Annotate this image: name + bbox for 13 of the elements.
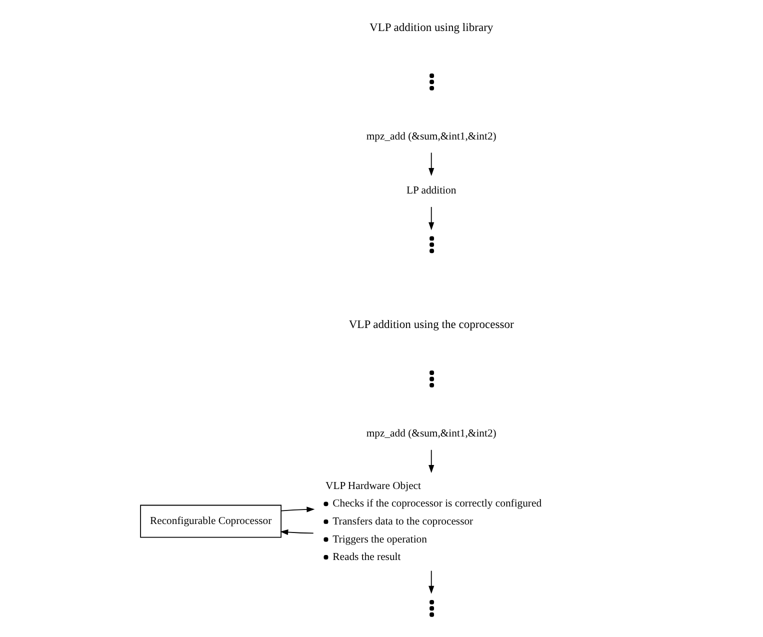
node-text: mpz_add (&sum,&int1,&int2) <box>366 130 496 142</box>
arrow <box>428 206 434 230</box>
arrow <box>428 570 434 594</box>
arrow <box>280 506 314 512</box>
arrow <box>428 152 434 176</box>
node-text: VLP Hardware Object Checks if the coprocessor is correctly configured Transfers data to the coprocessor Triggers the operation Reads the result <box>325 480 542 564</box>
label: VLP addition using library <box>369 21 493 34</box>
arrow <box>280 529 314 535</box>
node-box: Reconfigurable Coprocessor <box>140 504 281 538</box>
node-text: mpz_add (&sum,&int1,&int2) <box>366 427 496 440</box>
node-text: LP addition <box>406 184 456 197</box>
arrow <box>428 449 434 474</box>
label: VLP addition using the coprocessor <box>348 318 514 332</box>
